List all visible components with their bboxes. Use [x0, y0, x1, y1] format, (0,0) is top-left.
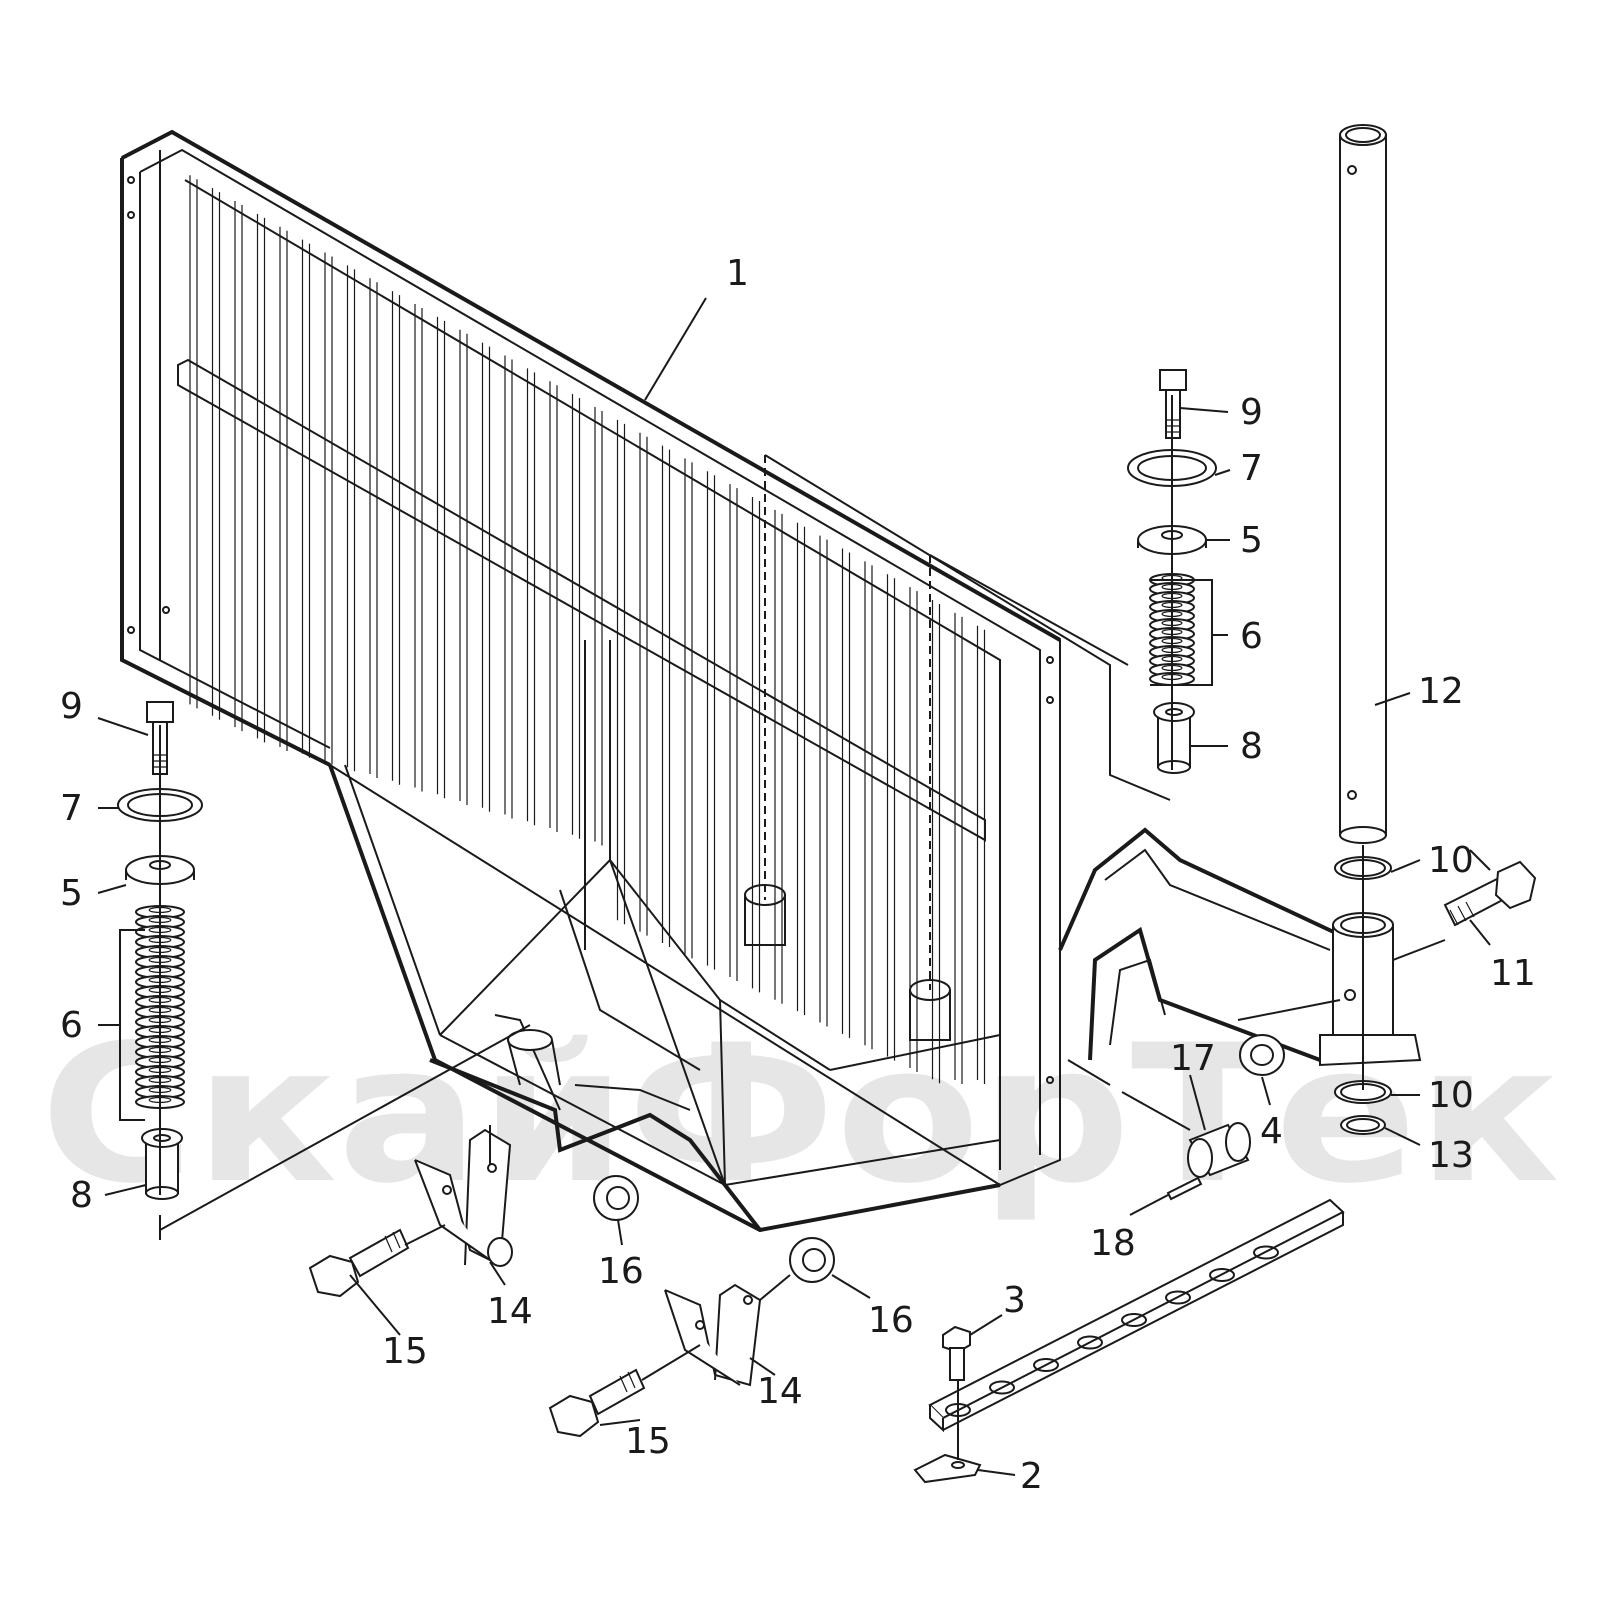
bolt-15b	[548, 1368, 646, 1438]
bolt-3	[942, 1325, 971, 1381]
callout-14-b: 14	[757, 1371, 803, 1412]
callout-9-left: 9	[60, 686, 83, 727]
ring-13	[1340, 1115, 1386, 1135]
plate-2	[913, 1453, 982, 1484]
lower-hinge-bracket	[429, 1014, 762, 1232]
bracket-14b	[664, 1283, 762, 1387]
callout-4: 4	[1260, 1111, 1283, 1152]
pin-18	[1166, 1176, 1203, 1201]
callout-12: 12	[1418, 671, 1464, 712]
grille-slats	[189, 175, 986, 1084]
callout-10-lower: 10	[1428, 1075, 1474, 1116]
callout-7-left: 7	[60, 788, 83, 829]
callout-14-a: 14	[487, 1291, 533, 1332]
callout-8-right: 8	[1240, 726, 1263, 767]
drawbar	[928, 1198, 1345, 1433]
callout-18: 18	[1090, 1223, 1136, 1264]
bolt-11	[1443, 860, 1537, 927]
callout-5-right: 5	[1240, 520, 1263, 561]
callout-17: 17	[1170, 1038, 1216, 1079]
callout-9-right: 9	[1240, 392, 1263, 433]
callout-10-upper: 10	[1428, 840, 1474, 881]
callout-16-a: 16	[598, 1251, 644, 1292]
callout-11: 11	[1490, 953, 1536, 994]
callout-2: 2	[1020, 1456, 1043, 1497]
callout-8-left: 8	[70, 1175, 93, 1216]
vertical-post	[1339, 124, 1387, 844]
watermark-brand: СкайФорТек	[40, 1004, 1560, 1225]
callout-6-right: 6	[1240, 616, 1263, 657]
callout-3: 3	[1003, 1280, 1026, 1321]
callout-6-left: 6	[60, 1005, 83, 1046]
nut-4	[1239, 1034, 1285, 1076]
nut-16b	[789, 1237, 835, 1283]
nut-16a	[593, 1175, 639, 1221]
callout-13: 13	[1428, 1135, 1474, 1176]
callout-labels: 1 9 7 5 6 12 8 9 7 5 6 8 10 11 4 17 10 1…	[60, 253, 1536, 1497]
callout-16-b: 16	[868, 1300, 914, 1341]
bushing-17	[1187, 1122, 1251, 1178]
callout-7-right: 7	[1240, 448, 1263, 489]
bracket-14a	[414, 1128, 513, 1267]
callout-15-a: 15	[382, 1331, 428, 1372]
callout-5-left: 5	[60, 873, 83, 914]
callout-15-b: 15	[625, 1421, 671, 1462]
callout-leaders	[97, 297, 1491, 1476]
bolt-15a	[308, 1228, 410, 1298]
center-lines	[159, 395, 1491, 1460]
callout-1: 1	[726, 253, 749, 294]
spring-stack-left	[117, 701, 203, 1200]
